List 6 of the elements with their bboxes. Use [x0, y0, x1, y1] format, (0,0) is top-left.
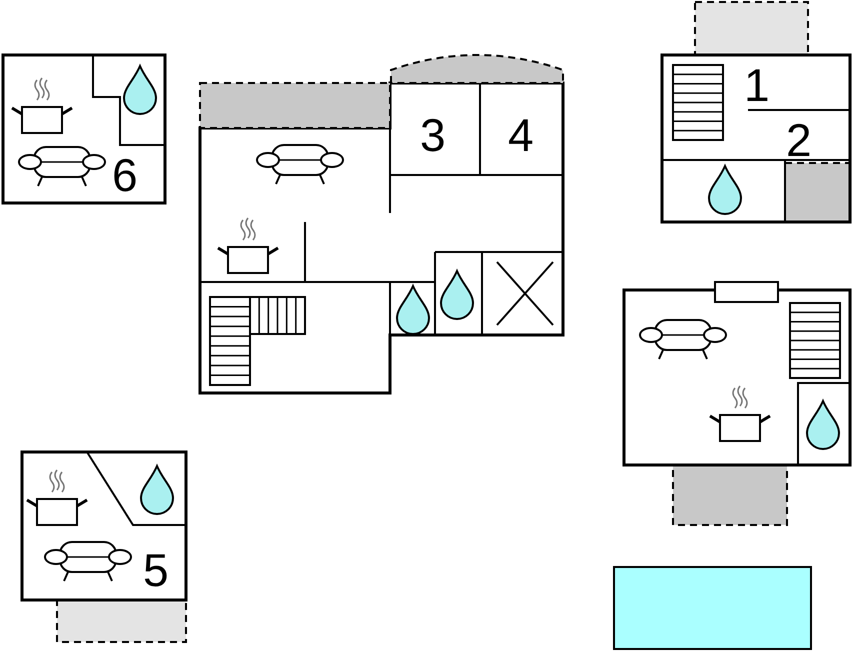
room-number: 6	[112, 152, 138, 198]
room-number: 2	[786, 117, 812, 163]
room-number: 4	[508, 112, 534, 158]
room-number: 1	[744, 62, 770, 108]
room-number: 3	[420, 112, 446, 158]
room-number: 5	[143, 547, 169, 593]
